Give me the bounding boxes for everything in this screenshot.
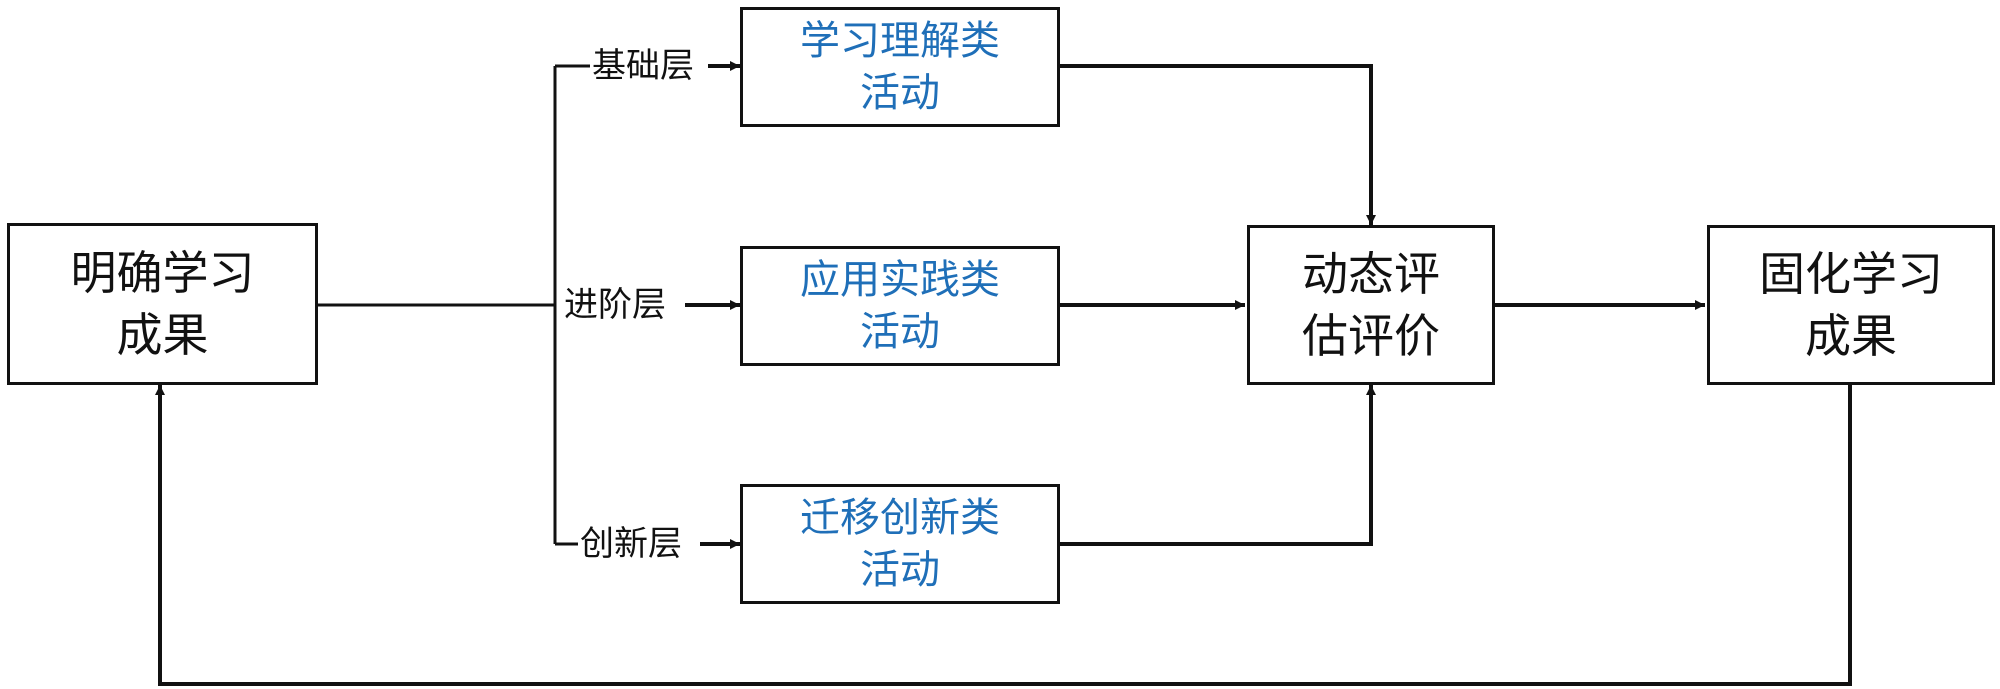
arrow-activity3-to-eval [1060, 385, 1376, 546]
activity-innovation-line1: 迁移创新类 [800, 495, 1000, 541]
end-box: 固化学习 成果 [1707, 225, 1995, 385]
level-label-basic: 基础层 [590, 46, 696, 86]
end-box-line2: 成果 [1805, 309, 1897, 363]
evaluation-box: 动态评 估评价 [1247, 225, 1495, 385]
level-label-advanced: 进阶层 [562, 285, 668, 325]
start-box-line1: 明确学习 [70, 246, 255, 300]
end-box-line1: 固化学习 [1759, 247, 1943, 301]
activity-box-practice: 应用实践类 活动 [740, 246, 1060, 366]
arrow-activity1-to-eval [1060, 64, 1376, 225]
start-box-line2: 成果 [116, 308, 209, 362]
activity-practice-line1: 应用实践类 [800, 257, 1000, 303]
activity-practice-line2: 活动 [860, 309, 940, 355]
evaluation-line1: 动态评 [1302, 247, 1440, 301]
activity-understanding-line1: 学习理解类 [800, 18, 1000, 64]
start-box: 明确学习 成果 [7, 223, 318, 385]
activity-understanding-line2: 活动 [860, 70, 940, 116]
evaluation-line2: 估评价 [1302, 309, 1440, 363]
activity-box-understanding: 学习理解类 活动 [740, 7, 1060, 127]
activity-box-innovation: 迁移创新类 活动 [740, 484, 1060, 604]
level-label-innovation: 创新层 [578, 524, 684, 564]
activity-innovation-line2: 活动 [860, 547, 940, 593]
arrow-feedback-loop [155, 385, 1852, 686]
